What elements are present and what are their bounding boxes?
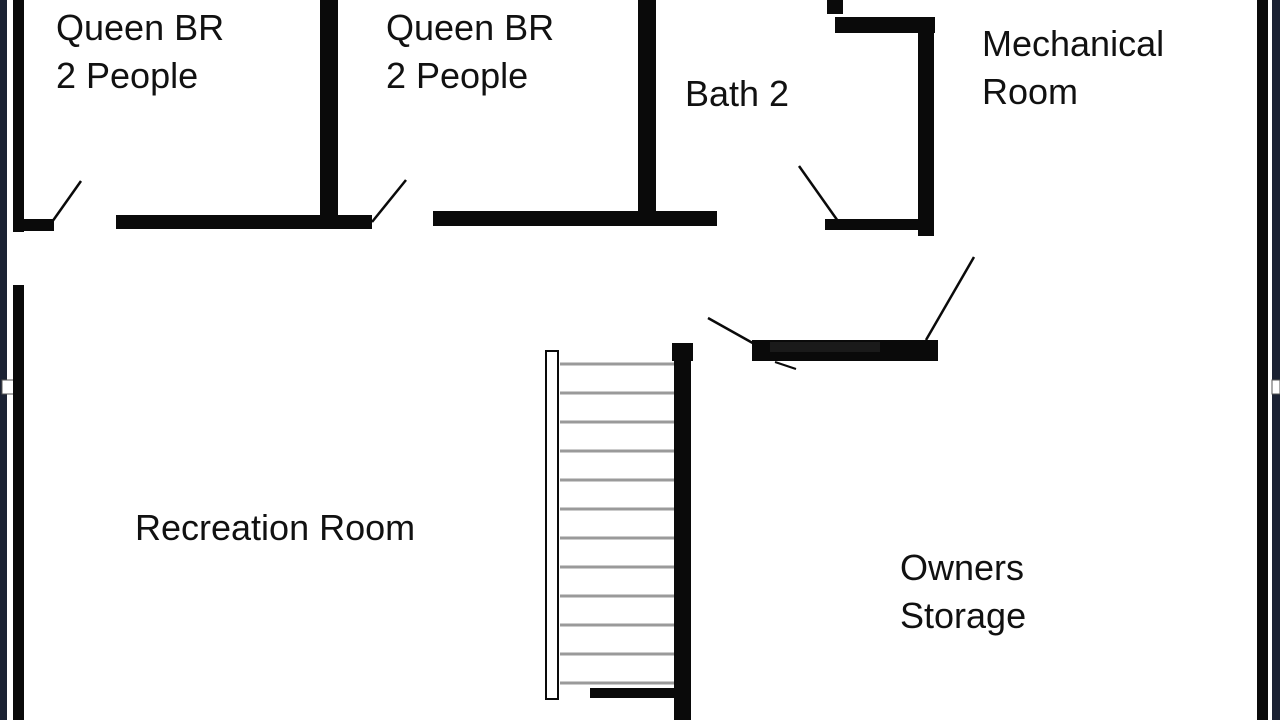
wall-mech-top-stub <box>827 0 843 14</box>
wall-mech-right <box>918 17 934 236</box>
wall-br2-bath-vertical <box>638 0 656 226</box>
wall-br1-stub <box>24 219 54 231</box>
staircase <box>545 350 678 700</box>
mechanical-line1: Mechanical <box>982 23 1165 64</box>
mechanical-line2: Room <box>982 71 1079 112</box>
right-resize-handle[interactable] <box>1271 379 1280 395</box>
stair-rail <box>545 350 559 700</box>
door-swing-storage <box>707 316 759 348</box>
wall-stair-right <box>674 343 691 720</box>
owners-storage-line2: Storage <box>900 595 1027 636</box>
label-mechanical-room: Mechanical Room <box>982 20 1164 116</box>
wall-mech-bottom <box>825 219 933 230</box>
exterior-wall-right <box>1257 0 1268 720</box>
stair-bottom-landing <box>590 688 678 698</box>
bath-2-label: Bath 2 <box>685 73 790 114</box>
queen-br-2-line1: Queen BR <box>386 7 555 48</box>
queen-br-1-line2: 2 People <box>56 55 199 96</box>
left-frame-edge <box>0 0 7 720</box>
label-bath-2: Bath 2 <box>685 70 789 118</box>
label-recreation-room: Recreation Room <box>135 504 415 552</box>
door-swing-mech <box>924 256 976 341</box>
right-frame-edge <box>1272 0 1280 720</box>
label-owners-storage: Owners Storage <box>900 544 1026 640</box>
wall-br1-br2-vertical <box>320 0 338 222</box>
door-swing-bath <box>797 165 842 225</box>
exterior-wall-left-lower <box>13 285 24 720</box>
wall-stair-cap <box>672 343 693 361</box>
stair-treads <box>560 362 674 685</box>
wall-mech-top <box>835 17 935 33</box>
label-queen-br-2: Queen BR 2 People <box>386 4 554 100</box>
label-queen-br-1: Queen BR 2 People <box>56 4 224 100</box>
exterior-wall-left-upper <box>13 0 24 232</box>
wall-br2-bath-horizontal <box>433 211 717 226</box>
door-swing-storage-tail <box>774 361 797 370</box>
owners-storage-line1: Owners <box>900 547 1025 588</box>
door-swing-br2 <box>371 179 407 223</box>
wall-storage-top-inset <box>770 342 880 352</box>
queen-br-2-line2: 2 People <box>386 55 529 96</box>
wall-br1-br2-horizontal <box>116 215 372 229</box>
queen-br-1-line1: Queen BR <box>56 7 225 48</box>
recreation-label: Recreation Room <box>135 507 416 548</box>
door-swing-br1 <box>50 180 83 223</box>
